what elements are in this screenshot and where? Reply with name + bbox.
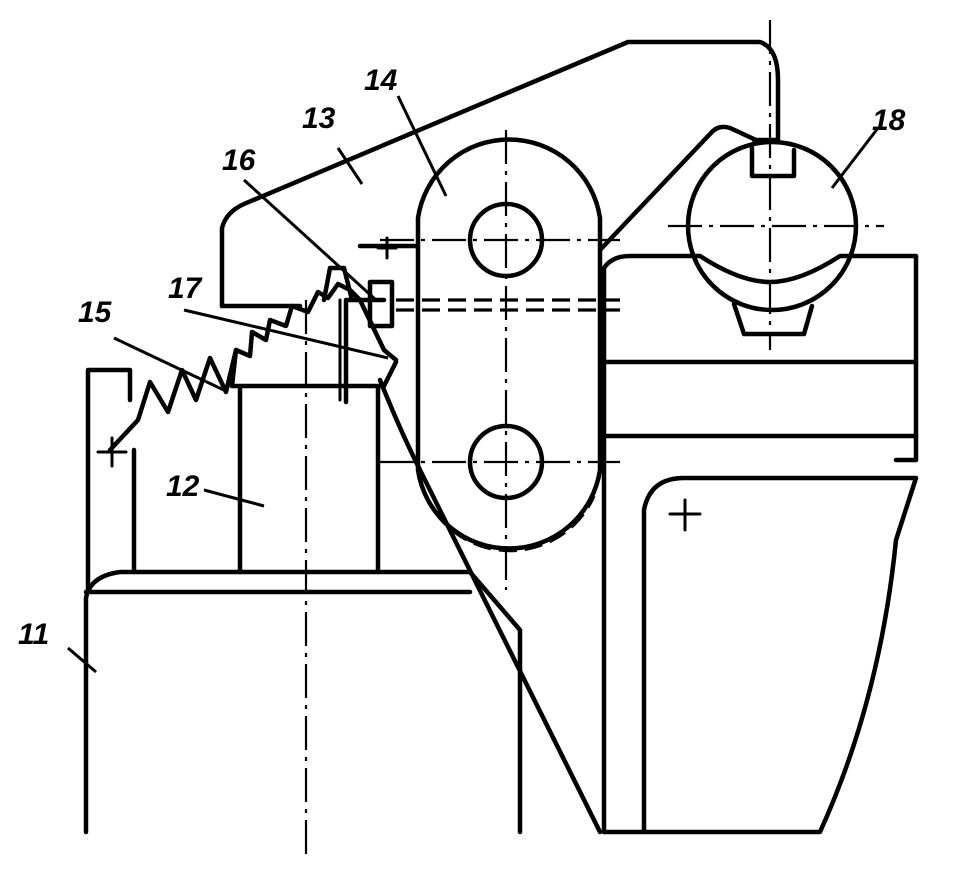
label-15: 15 — [78, 296, 113, 329]
pawl-lever — [321, 265, 620, 405]
base-block — [83, 569, 523, 835]
label-16: 16 — [222, 144, 256, 177]
left-post — [85, 367, 137, 593]
eccentric-roller — [668, 20, 884, 350]
label-13: 13 — [302, 102, 336, 135]
label-14: 14 — [364, 64, 398, 97]
leader-lines — [67, 95, 880, 674]
label-17: 17 — [168, 272, 203, 305]
upper-arm — [219, 39, 781, 309]
right-frame — [601, 253, 919, 835]
part-labels: 11 12 13 14 15 16 17 18 — [18, 64, 906, 651]
inclined-plate — [376, 236, 603, 835]
label-18: 18 — [872, 104, 906, 137]
label-11: 11 — [18, 618, 49, 651]
link-plate — [380, 130, 620, 590]
ratchet-segment — [229, 281, 399, 389]
label-12: 12 — [166, 470, 200, 503]
